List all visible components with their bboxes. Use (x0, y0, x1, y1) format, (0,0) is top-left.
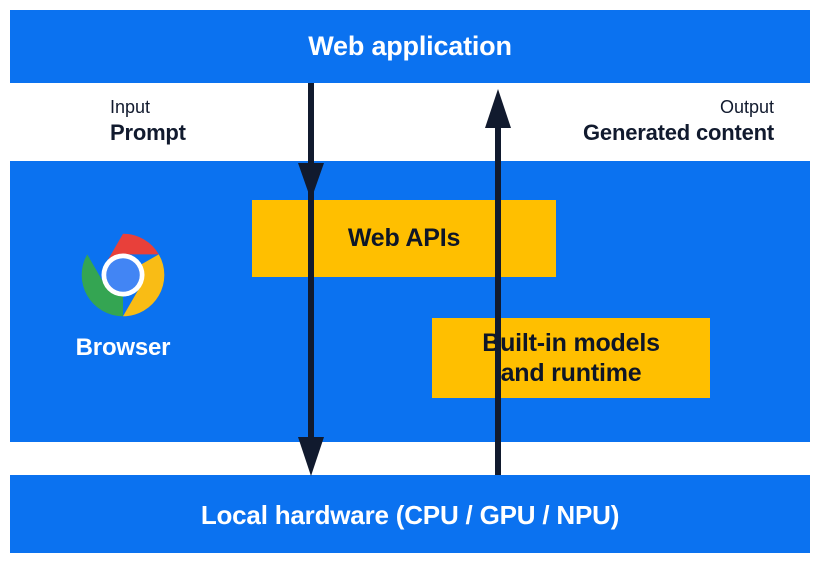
local-hardware-label: Local hardware (CPU / GPU / NPU) (200, 500, 620, 530)
chrome-logo-icon (81, 233, 165, 317)
builtin-models-label: Built-in models and runtime (482, 328, 660, 389)
output-kicker: Output (719, 97, 774, 117)
web-apis-box[interactable]: Web APIs (252, 200, 556, 277)
web-application-band (10, 10, 810, 83)
web-apis-label: Web APIs (347, 224, 461, 253)
builtin-models-box[interactable]: Built-in models and runtime (432, 318, 710, 398)
input-value: Prompt (110, 119, 186, 145)
browser-group: Browser (53, 232, 193, 377)
local-hardware-band (10, 475, 810, 553)
web-application-label: Web application (308, 31, 512, 61)
input-caption: Input Prompt (110, 96, 186, 146)
output-caption: Output Generated content (583, 96, 774, 146)
input-kicker: Input (110, 97, 151, 117)
output-value: Generated content (583, 119, 774, 145)
builtin-models-line-2: and runtime (500, 359, 642, 387)
builtin-models-line-1: Built-in models (482, 328, 660, 357)
browser-label: Browser (75, 334, 171, 361)
